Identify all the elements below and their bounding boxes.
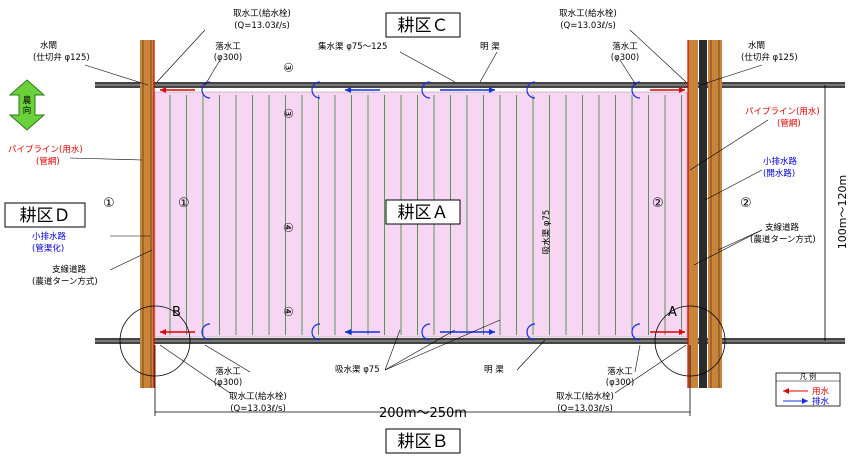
drop-structure-mark — [421, 323, 431, 341]
drop-br-label: 落水工 — [607, 366, 633, 377]
small-drain-r-sub: (開水路) — [763, 168, 795, 179]
width-dimension — [154, 345, 691, 416]
drop-bl-label: 落水工 — [215, 366, 241, 377]
drop-tl-size: (φ300) — [214, 53, 242, 63]
section-4-bottom: ④ — [281, 306, 295, 317]
intake-tl-label: 取水工(給水栓) — [233, 8, 291, 19]
collector-label: 集水渠 φ75〜125 — [318, 41, 387, 52]
drop-structure-mark — [311, 323, 321, 341]
intake-tr-label: 取水工(給水栓) — [559, 8, 617, 19]
legend — [775, 372, 841, 407]
pipeline-r-label: パイプライン(用水) — [745, 106, 820, 117]
gate-l-label: 水閘 — [40, 40, 57, 51]
road-l-label: 支線道路 — [52, 264, 87, 275]
leader-lines — [69, 29, 769, 394]
intake-bl-label: 取水工(給水栓) — [229, 391, 287, 402]
small-drain-r-label: 小排水路 — [763, 156, 798, 167]
flow-arrow-head — [345, 329, 351, 335]
open-canal-bottom-label: 明 渠 — [484, 364, 504, 375]
drop-structure-mark — [526, 323, 536, 341]
drop-structure-mark — [201, 323, 211, 341]
left-road-strip — [140, 40, 155, 388]
road-l-sub: (農道ターン方式) — [32, 276, 98, 287]
drop-structure-mark — [631, 323, 641, 341]
farm-direction-label-1: 農 — [23, 95, 32, 106]
drop-bl-size: (φ300) — [214, 378, 242, 388]
gate-l-size: (仕切弁 φ125) — [33, 52, 90, 63]
flow-arrow-head — [160, 87, 166, 93]
pipeline-l-sub: (管網) — [36, 156, 60, 167]
drop-structure-mark — [201, 81, 211, 99]
farm-direction-label-2: 向 — [23, 105, 32, 116]
suction-center-label: 吸水渠 φ75 — [541, 210, 552, 255]
zone-b-box — [385, 428, 461, 454]
zone-d-box — [4, 202, 86, 228]
section-3-top: ③ — [281, 62, 295, 73]
legend-drainage-label: 排水 — [812, 396, 830, 407]
pipeline-r-sub: (管網) — [777, 118, 801, 129]
flow-arrow-head — [679, 329, 685, 335]
road-r-label: 支線道路 — [765, 222, 800, 233]
flow-arrow-head — [679, 87, 685, 93]
drop-structure-mark — [311, 81, 321, 99]
zone-c-box — [385, 12, 461, 38]
gate-r-label: 水閘 — [748, 40, 765, 51]
height-dimension-label: 100m〜120m — [836, 175, 848, 249]
corner-b-label: B — [172, 305, 181, 320]
road-r-sub: (農道ターン方式) — [750, 234, 816, 245]
intake-tl-flow: (Q=13.03ℓ/s) — [234, 21, 290, 31]
zone-a-box — [385, 199, 461, 225]
section-1-field: ① — [178, 196, 190, 211]
zone-d-label: 耕区Ｄ — [20, 206, 71, 226]
section-2-field: ② — [652, 196, 664, 211]
suction-drain-lines — [169, 95, 682, 335]
farm-direction-arrow — [8, 79, 46, 131]
legend-irrigation-label: 用水 — [812, 386, 830, 397]
open-canal-top-label: 明 渠 — [480, 41, 500, 52]
right-road-strip — [687, 40, 722, 388]
small-drain-l-sub: (管渠化) — [32, 243, 64, 254]
gate-r-size: (仕切弁 φ125) — [741, 52, 798, 63]
section-1-left: ① — [103, 196, 115, 211]
flow-arrow-head — [160, 329, 166, 335]
intake-br-flow: (Q=13.03ℓ/s) — [557, 404, 613, 414]
small-drain-l-label: 小排水路 — [32, 231, 67, 242]
section-4-field: ④ — [281, 222, 295, 233]
pipeline-l-label: パイプライン(用水) — [8, 144, 83, 155]
drop-structure-mark — [421, 81, 431, 99]
zone-c-label: 耕区Ｃ — [398, 16, 449, 36]
drop-structure-mark — [631, 81, 641, 99]
flow-arrow-head — [489, 329, 495, 335]
drop-br-size: (φ300) — [606, 378, 634, 388]
section-3-field: ③ — [281, 108, 295, 119]
drop-tr-size: (φ300) — [611, 53, 639, 63]
drop-tl-label: 落水工 — [215, 41, 241, 52]
intake-br-label: 取水工(給水栓) — [556, 391, 614, 402]
flow-arrow-head — [489, 87, 495, 93]
drop-tr-label: 落水工 — [612, 41, 638, 52]
zone-a-label: 耕区Ａ — [398, 203, 449, 223]
bottom-canal — [95, 338, 845, 344]
intake-tr-flow: (Q=13.03ℓ/s) — [560, 21, 616, 31]
legend-title: 凡 例 — [800, 372, 816, 381]
flow-arrow-head — [345, 87, 351, 93]
zone-b-label: 耕区Ｂ — [398, 432, 449, 452]
drop-structure-mark — [526, 81, 536, 99]
suction-bottom-label: 吸水渠 φ75 — [335, 364, 380, 375]
width-dimension-label: 200m〜250m — [379, 406, 467, 421]
section-2-right: ② — [740, 196, 752, 211]
intake-bl-flow: (Q=13.03ℓ/s) — [230, 404, 286, 414]
corner-a-label: A — [668, 305, 677, 320]
